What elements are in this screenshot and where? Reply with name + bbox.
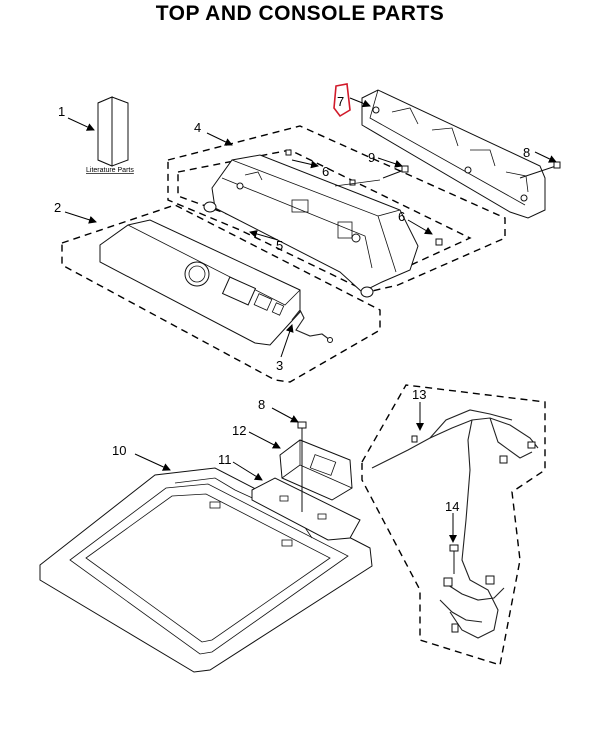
wire-harness-upper[interactable]	[371, 409, 539, 521]
callout-6-lower[interactable]: 6	[398, 209, 405, 224]
callout-4[interactable]: 4	[194, 120, 201, 135]
wire-harness-lower[interactable]	[439, 519, 505, 639]
callout-8-lower[interactable]: 8	[258, 397, 265, 412]
screw-8-lower[interactable]	[297, 421, 307, 512]
page-title: TOP AND CONSOLE PARTS	[155, 2, 445, 25]
callout-11[interactable]: 11	[218, 452, 232, 467]
callout-9[interactable]: 9	[368, 150, 375, 165]
literature-parts-label[interactable]: Literature Parts	[86, 167, 134, 174]
console-foot-right[interactable]	[360, 286, 374, 298]
console-foot-left[interactable]	[203, 201, 217, 213]
console-clip-upper[interactable]	[285, 149, 356, 186]
mounting-bracket[interactable]	[251, 477, 361, 541]
control-knob[interactable]	[184, 261, 210, 287]
console-wire-clip[interactable]	[291, 308, 333, 343]
console-rod	[334, 179, 381, 187]
callout-2[interactable]: 2	[54, 200, 61, 215]
leader-lines	[64, 97, 557, 543]
wire-harness-outline	[361, 384, 546, 666]
screw-9[interactable]	[382, 165, 409, 179]
callout-7[interactable]: 7	[337, 94, 344, 109]
control-panel-outline	[61, 204, 381, 383]
control-display	[221, 276, 257, 306]
callout-8-upper[interactable]: 8	[523, 145, 530, 160]
callout-3[interactable]: 3	[276, 358, 283, 373]
callout-6-upper[interactable]: 6	[322, 164, 329, 179]
callout-1[interactable]: 1	[58, 104, 65, 119]
control-board[interactable]	[279, 439, 353, 501]
console-assembly-outline	[167, 125, 506, 293]
callout-10[interactable]: 10	[112, 443, 126, 458]
console-clip-lower[interactable]	[435, 238, 443, 246]
highlight-ring-7	[333, 83, 351, 118]
callout-14[interactable]: 14	[445, 499, 459, 514]
callout-12[interactable]: 12	[232, 423, 246, 438]
console-rear-panel[interactable]	[361, 89, 546, 219]
screw-14[interactable]	[449, 544, 459, 574]
screw-8-upper[interactable]	[519, 161, 561, 179]
callout-5[interactable]: 5	[276, 238, 283, 253]
washer-top-lid[interactable]	[39, 467, 373, 673]
callout-13[interactable]: 13	[412, 387, 426, 402]
control-panel[interactable]	[99, 219, 301, 346]
console-body[interactable]	[211, 154, 419, 293]
literature-parts-booklet[interactable]	[97, 96, 129, 167]
